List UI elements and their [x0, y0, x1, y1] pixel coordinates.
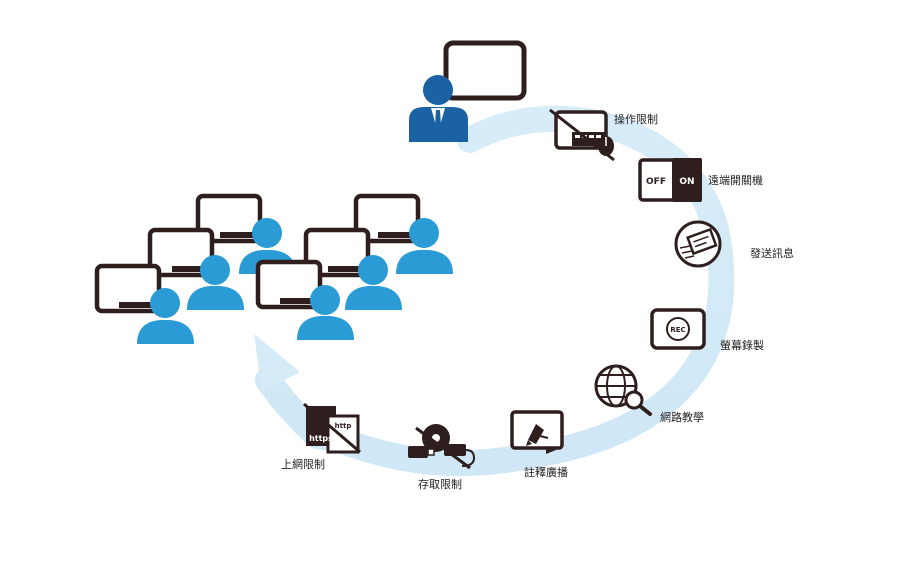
http-blocked-icon: https http: [303, 402, 361, 454]
student-5: [94, 263, 194, 344]
screen-record-icon: REC: [650, 308, 706, 350]
label-remote-power: 遠端開關機: [708, 174, 763, 187]
usb-disc-blocked-icon: [408, 424, 476, 470]
label-screen-record: 螢幕錄製: [720, 339, 764, 352]
student-6: [255, 259, 354, 340]
student-group-icon: [94, 193, 453, 344]
power-switch-icon: OFF ON: [638, 158, 702, 202]
label-annotation-broadcast: 註釋廣播: [524, 466, 568, 479]
arrow-head: [254, 334, 300, 392]
annotation-icon: [510, 410, 564, 454]
label-web-teaching: 網路教學: [660, 411, 704, 424]
rec-label: REC: [670, 326, 685, 334]
message-icon: [674, 220, 722, 268]
label-access-limit: 存取限制: [418, 478, 462, 491]
label-operation-limit: 操作限制: [614, 113, 658, 126]
globe-search-icon: [594, 364, 652, 416]
keyboard-mouse-blocked-icon: [549, 108, 615, 162]
teacher-icon: [409, 40, 527, 142]
off-label: OFF: [646, 177, 666, 187]
http-label: http: [335, 422, 352, 430]
student-2: [353, 193, 453, 274]
on-label: ON: [679, 177, 694, 187]
student-3: [147, 227, 244, 310]
https-label: https: [309, 434, 333, 443]
label-web-limit: 上網限制: [281, 458, 325, 471]
label-send-message: 發送訊息: [750, 247, 794, 260]
